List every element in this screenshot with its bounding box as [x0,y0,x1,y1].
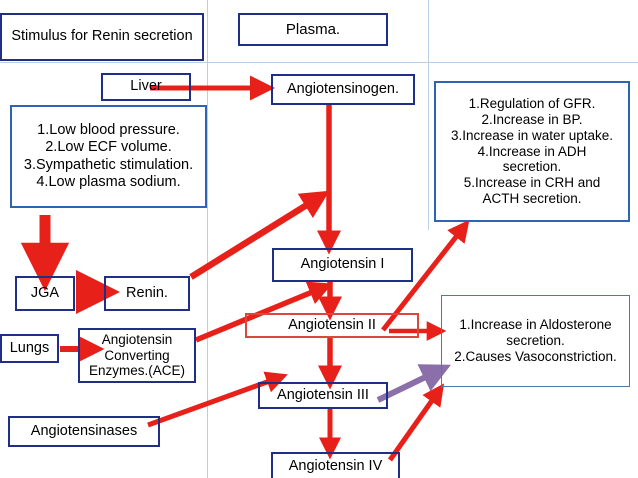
node-angiotensin-1[interactable]: Angiotensin I [272,248,413,282]
node-stimulus-for-renin-secretion[interactable]: Stimulus for Renin secretion [0,13,204,61]
guide-line-horizontal [0,62,638,63]
node-angiotensin-effects-list[interactable]: 1.Regulation of GFR. 2.Increase in BP. 3… [434,81,630,222]
node-lungs[interactable]: Lungs [0,334,59,363]
node-ace[interactable]: Angiotensin Converting Enzymes.(ACE) [78,328,196,383]
node-liver[interactable]: Liver [101,73,191,101]
node-angiotensin-4[interactable]: Angiotensin IV [271,452,400,478]
arrow-angiotensin4-to-aldosterone [387,383,445,462]
node-angiotensinogen[interactable]: Angiotensinogen. [271,74,415,105]
node-angiotensin-3[interactable]: Angiotensin III [258,382,388,409]
node-renin[interactable]: Renin. [104,276,190,311]
node-angiotensin-2[interactable]: Angiotensin II [245,313,419,338]
node-jga[interactable]: JGA [15,276,75,311]
node-plasma[interactable]: Plasma. [238,13,388,46]
guide-line-vertical-right [428,0,429,230]
node-aldosterone-effects-list[interactable]: 1.Increase in Aldosterone secretion. 2.C… [441,295,630,387]
guide-line-vertical-left [207,0,208,478]
node-angiotensinases[interactable]: Angiotensinases [8,416,160,447]
node-stimulus-causes-list[interactable]: 1.Low blood pressure. 2.Low ECF volume. … [10,105,207,208]
